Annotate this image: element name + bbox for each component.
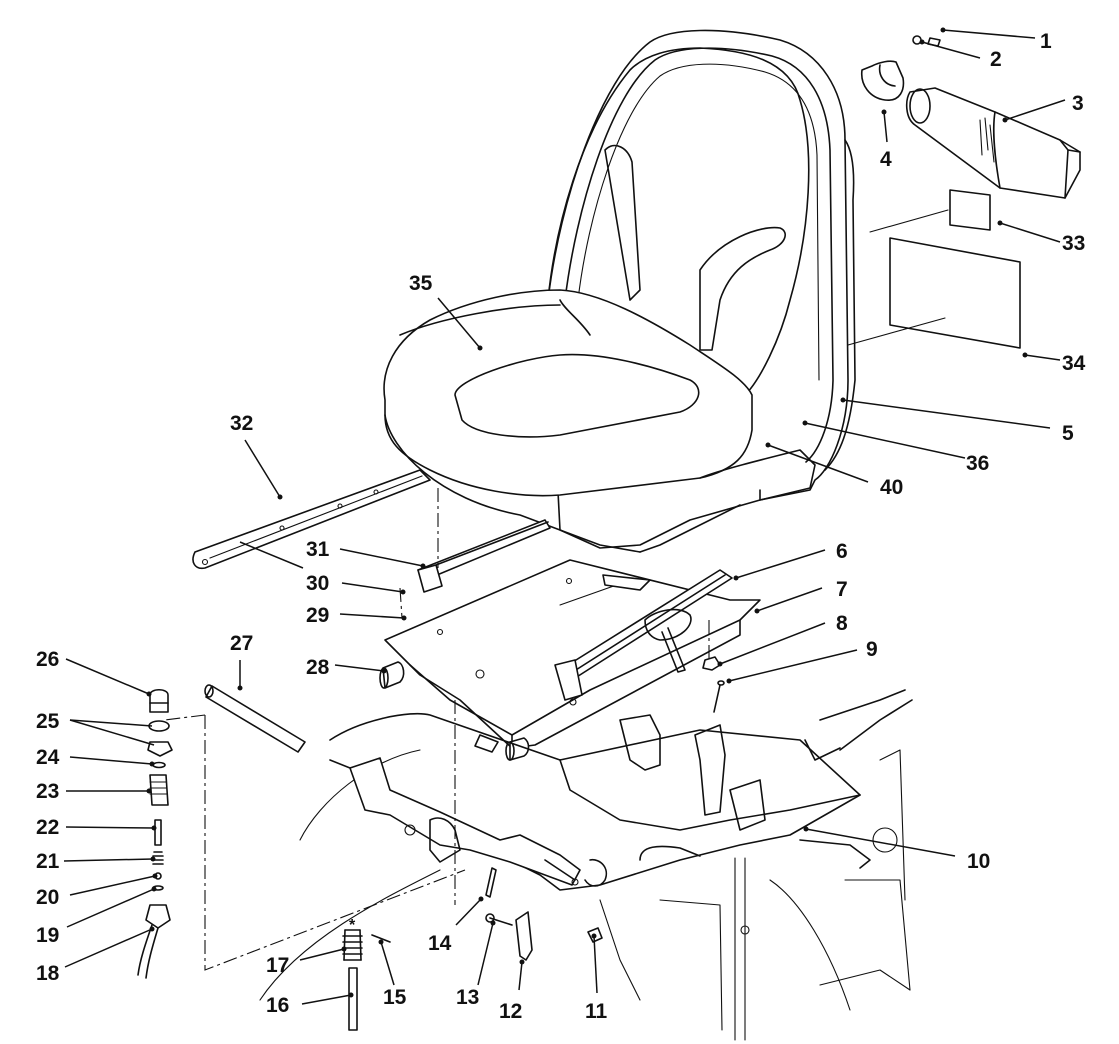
callout-33: 33 — [1062, 232, 1085, 255]
callout-28: 28 — [306, 656, 330, 679]
leader-dots — [146, 27, 1028, 998]
pin-15 — [371, 934, 391, 943]
callout-3: 3 — [1072, 92, 1084, 115]
callout-8: 8 — [836, 612, 848, 635]
callout-31: 31 — [306, 538, 330, 561]
pivot-rod-extension — [474, 734, 499, 753]
callout-1: 1 — [1040, 30, 1052, 53]
callout-11: 11 — [585, 1000, 608, 1023]
bushing-lower — [505, 737, 530, 761]
callout-27: 27 — [230, 632, 253, 655]
seat-shell — [383, 29, 856, 553]
callout-4: 4 — [880, 148, 892, 171]
seat-support-frame — [259, 689, 913, 1041]
callout-25: 25 — [36, 710, 60, 733]
washer-24 — [152, 761, 166, 769]
slide-rail-6 — [554, 569, 733, 701]
sleeve-23 — [149, 774, 169, 806]
callout-13: 13 — [456, 986, 479, 1009]
hinge-linkage — [349, 757, 608, 887]
spring-21 — [152, 851, 164, 865]
callout-9: 9 — [866, 638, 878, 661]
bumper-26 — [149, 688, 169, 713]
leader-lines — [63, 29, 1066, 1005]
callout-labels: 1 2 3 4 5 6 7 8 9 10 11 12 13 14 15 16 1… — [36, 30, 1086, 1023]
switch-18 — [137, 904, 171, 979]
nut-8 — [702, 656, 721, 671]
pin-14 — [485, 867, 497, 898]
callout-24: 24 — [36, 746, 60, 769]
callout-17: 17 — [266, 954, 289, 977]
callout-30: 30 — [306, 572, 329, 595]
pivot-rod-27 — [204, 684, 306, 753]
spring-17 — [342, 929, 363, 961]
callout-34: 34 — [1062, 352, 1086, 375]
callout-20: 20 — [36, 886, 59, 909]
callout-32: 32 — [230, 412, 253, 435]
tube-clip — [860, 60, 905, 101]
callout-5: 5 — [1062, 422, 1074, 445]
callout-19: 19 — [36, 924, 59, 947]
bushing-28 — [379, 661, 405, 689]
asterisk-mark: * — [349, 917, 356, 934]
callout-6: 6 — [836, 540, 848, 563]
callout-15: 15 — [383, 986, 407, 1009]
callout-7: 7 — [836, 578, 848, 601]
clip-screw — [912, 35, 941, 47]
callout-36: 36 — [966, 452, 989, 475]
callout-10: 10 — [967, 850, 990, 873]
alignment-lines — [164, 488, 710, 971]
slide-rail-31 — [417, 519, 551, 593]
callout-22: 22 — [36, 816, 59, 839]
bolt-13 — [485, 913, 513, 926]
callout-16: 16 — [266, 994, 289, 1017]
callout-23: 23 — [36, 780, 59, 803]
callout-2: 2 — [990, 48, 1002, 71]
callout-21: 21 — [36, 850, 60, 873]
callout-35: 35 — [409, 272, 433, 295]
callout-18: 18 — [36, 962, 60, 985]
manual-tube — [905, 87, 1081, 199]
rod-16 — [348, 967, 358, 1031]
latch-12 — [515, 911, 533, 961]
callout-14: 14 — [428, 932, 452, 955]
decals — [847, 189, 1021, 349]
callout-40: 40 — [880, 476, 903, 499]
callout-26: 26 — [36, 648, 59, 671]
screw-9 — [713, 680, 725, 713]
callout-12: 12 — [499, 1000, 522, 1023]
callout-29: 29 — [306, 604, 329, 627]
nut-25b — [147, 741, 173, 757]
pin-22 — [154, 819, 162, 846]
